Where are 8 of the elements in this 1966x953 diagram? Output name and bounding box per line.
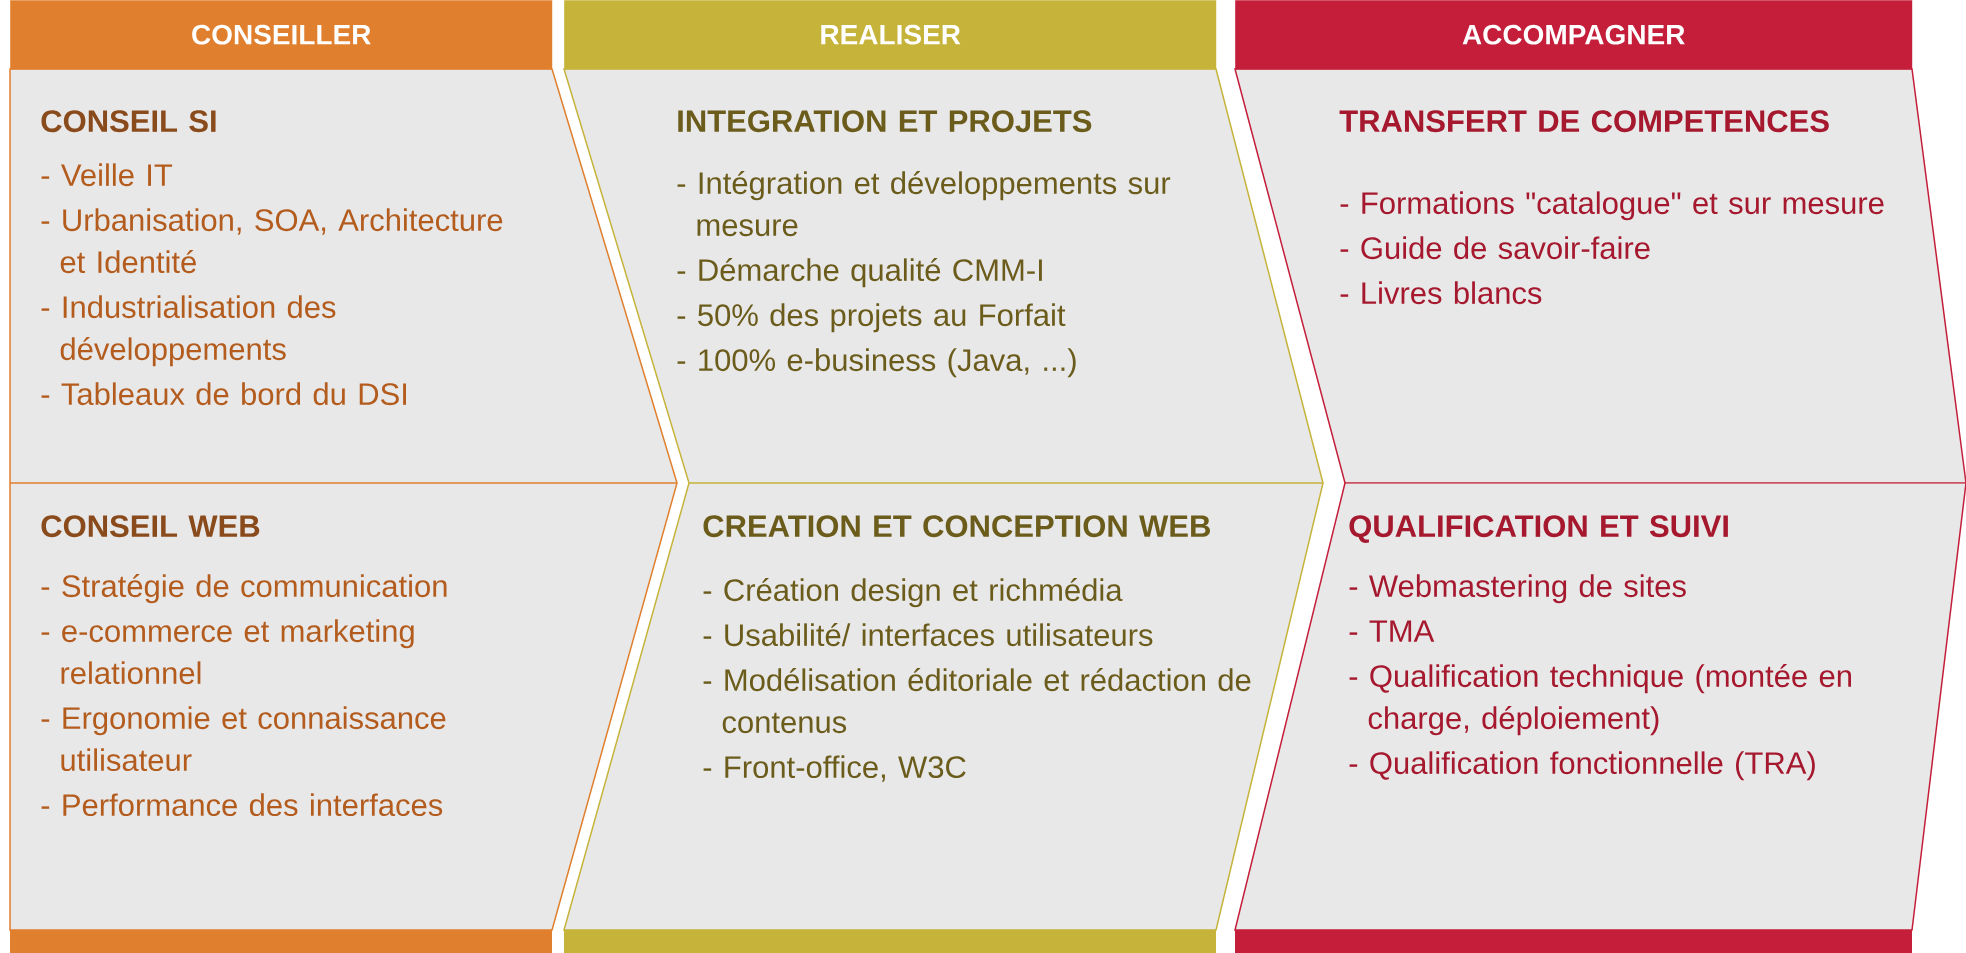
node-label: ACCOMPAGNER xyxy=(1462,24,1685,45)
service-list: TRANSFERT DE COMPETENCES - Formations "catalogue" et sur mesure - Guide de savoir-faire - Livres blancs xyxy=(1339,110,1884,305)
service-list: CONSEIL SI - Veille IT - Urbanisation, SOA, Architecture et Identité - Industrialisation des développements - Tableaux de bord du DSI xyxy=(41,110,503,406)
service-list: INTEGRATION ET PROJETS - Intégration et développements sur mesure - Démarche qualité CMM-I - 50% des projets au Forfait - 100% e-business (Java, ...) xyxy=(677,110,1171,378)
service-list: QUALIFICATION ET SUIVI - Webmastering de sites - TMA - Qualification technique (montée en charge, déploiement) - Qualification fonctionnelle (TRA) xyxy=(1349,515,1851,781)
node-label: CONSEILLER xyxy=(192,24,371,45)
service-list: CONSEIL WEB - Stratégie de communication - e-commerce et marketing relationnel - Ergonomie et connaissance utilisateur - Performance des interfaces xyxy=(41,515,447,817)
node-label: REALISER xyxy=(821,24,961,45)
